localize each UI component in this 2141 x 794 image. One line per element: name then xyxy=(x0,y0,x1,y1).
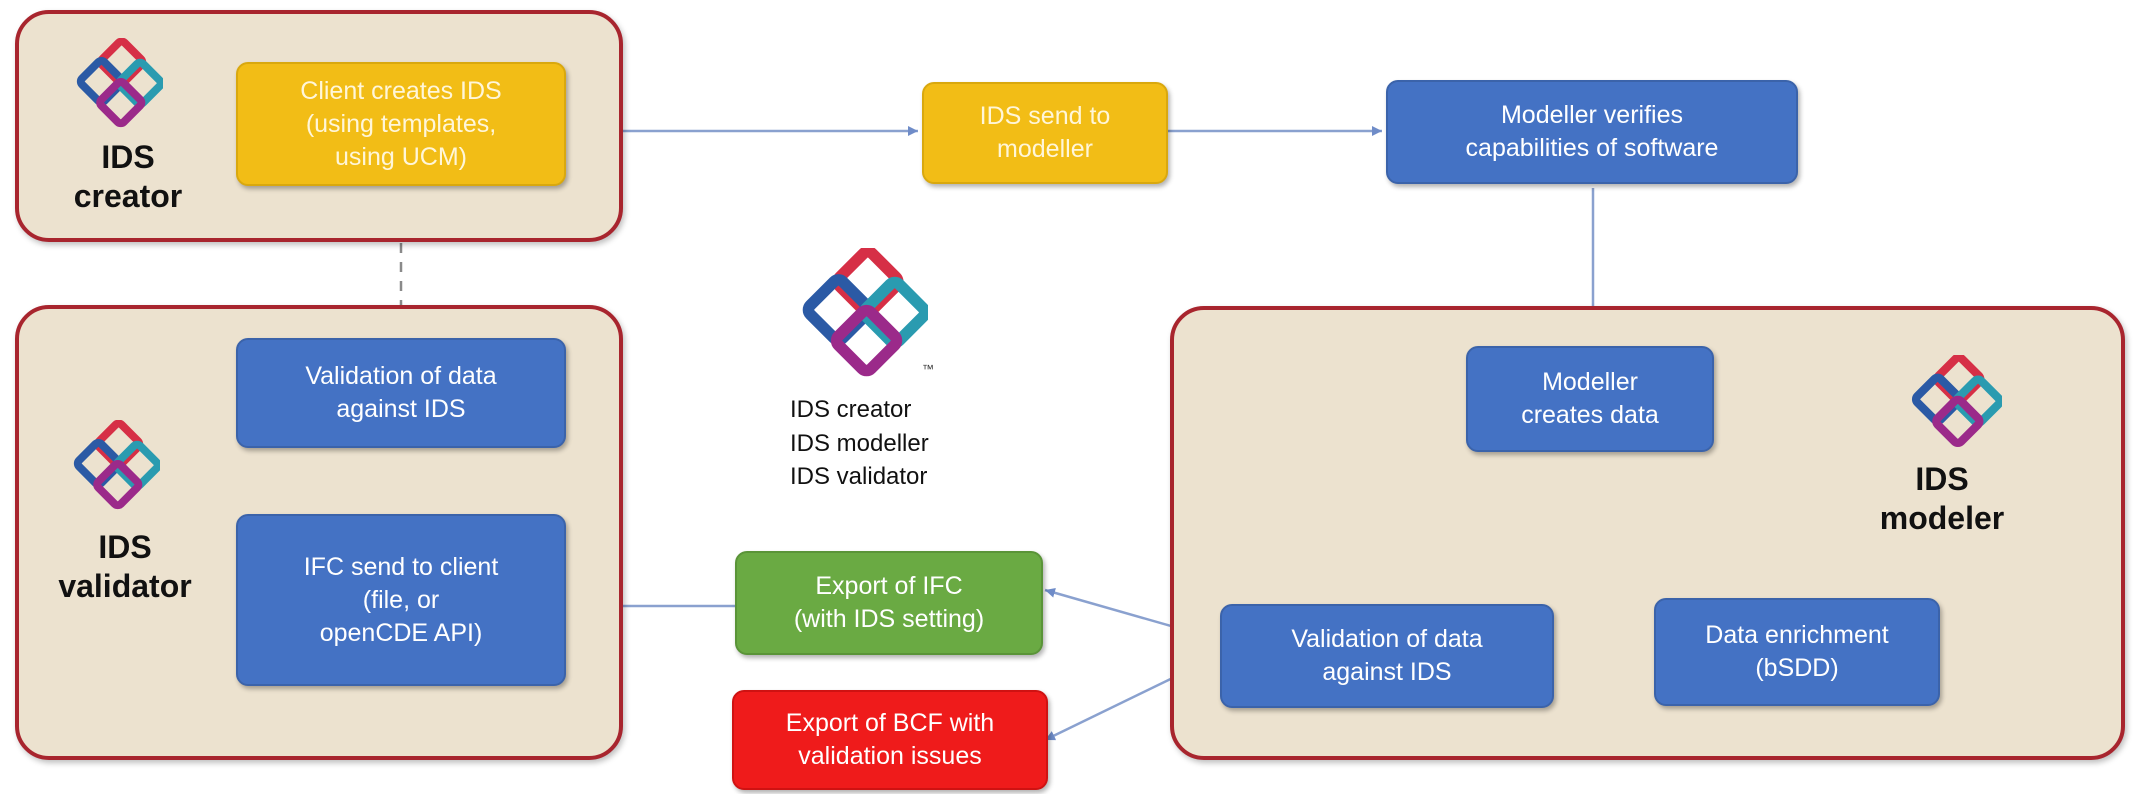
box-data-enrichment: Data enrichment (bSDD) xyxy=(1654,598,1940,706)
label-ids-validator: IDS validator xyxy=(58,529,192,605)
ids-logo-icon xyxy=(800,246,931,382)
box-ifc-send-to-client: IFC send to client (file, or openCDE API… xyxy=(236,514,566,686)
box-export-bcf: Export of BCF with validation issues xyxy=(732,690,1048,790)
box-modeller-verifies: Modeller verifies capabilities of softwa… xyxy=(1386,80,1798,184)
legend: IDS creator IDS modeller IDS validator xyxy=(790,393,929,494)
legend-item: IDS validator xyxy=(790,463,928,491)
trademark-symbol: ™ xyxy=(922,362,934,376)
label-ids-modeler: IDS modeler xyxy=(1879,461,2005,537)
ids-logo-icon xyxy=(1910,353,2004,451)
box-ids-send-to-modeller: IDS send to modeller xyxy=(922,82,1168,184)
box-modeller-creates-data: Modeller creates data xyxy=(1466,346,1714,452)
box-client-creates-ids: Client creates IDS (using templates, usi… xyxy=(236,62,566,186)
ids-logo-icon xyxy=(72,419,162,514)
label-ids-creator: IDS creator xyxy=(73,139,183,215)
legend-item: IDS creator xyxy=(790,396,912,423)
ids-logo-icon xyxy=(75,37,165,132)
box-validation-left: Validation of data against IDS xyxy=(236,338,566,448)
box-export-ifc: Export of IFC (with IDS setting) xyxy=(735,551,1043,655)
legend-item: IDS modeller xyxy=(790,429,929,457)
box-validation-right: Validation of data against IDS xyxy=(1220,604,1554,708)
